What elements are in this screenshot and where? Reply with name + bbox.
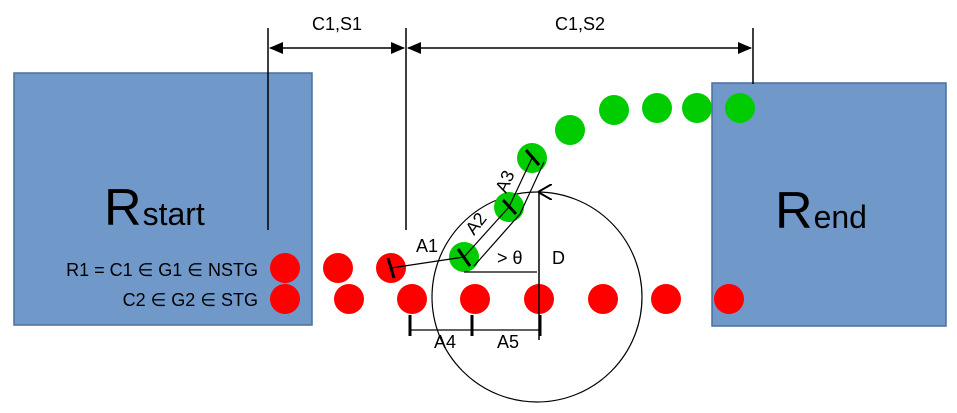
label-a2: A2	[461, 209, 490, 239]
connector-a3-offset	[519, 161, 545, 215]
connector-a1	[390, 256, 465, 269]
row2-red-dot	[334, 284, 364, 314]
label-a5: A5	[497, 332, 519, 352]
region-start-sub: start	[143, 196, 205, 232]
dimension-label-c1-s2: C1,S2	[555, 14, 605, 34]
connector-a2-offset	[473, 213, 521, 267]
row2-red-dot	[588, 284, 618, 314]
label-a3: A3	[491, 167, 518, 195]
green-path-dot	[642, 93, 672, 123]
tick-mark	[456, 248, 472, 267]
tick-mark	[501, 198, 518, 216]
label-d: D	[552, 248, 565, 268]
green-path-dot	[599, 95, 629, 125]
region-start	[13, 72, 313, 326]
label-theta: > θ	[497, 248, 523, 268]
region-end-label: Rend	[775, 182, 867, 240]
green-path-dot	[555, 115, 585, 145]
region-end-main: R	[775, 182, 813, 240]
row1-label: R1 = C1 ∈ G1 ∈ NSTG	[66, 260, 258, 280]
region-start-label: Rstart	[104, 179, 205, 237]
green-path-dot	[725, 93, 755, 123]
row1-red-dot	[270, 253, 300, 283]
row2-red-dot	[460, 284, 490, 314]
row2-red-dot	[397, 284, 427, 314]
row2-red-dot	[270, 284, 300, 314]
region-end	[711, 82, 947, 327]
tick-mark	[386, 257, 396, 279]
row1-red-dot	[323, 253, 353, 283]
green-path-dot	[682, 93, 712, 123]
row2-red-dot	[714, 284, 744, 314]
search-circle	[431, 191, 643, 403]
label-a1: A1	[416, 236, 438, 256]
dimension-label-c1-s1: C1,S1	[312, 14, 362, 34]
connector-a3	[508, 157, 533, 208]
row2-label: C2 ∈ G2 ∈ STG	[123, 290, 258, 310]
label-a4: A4	[434, 332, 456, 352]
row2-red-dot	[651, 284, 681, 314]
connector-a2	[463, 206, 510, 258]
tick-mark	[524, 149, 541, 166]
region-end-sub: end	[814, 199, 867, 235]
region-start-main: R	[104, 179, 142, 237]
